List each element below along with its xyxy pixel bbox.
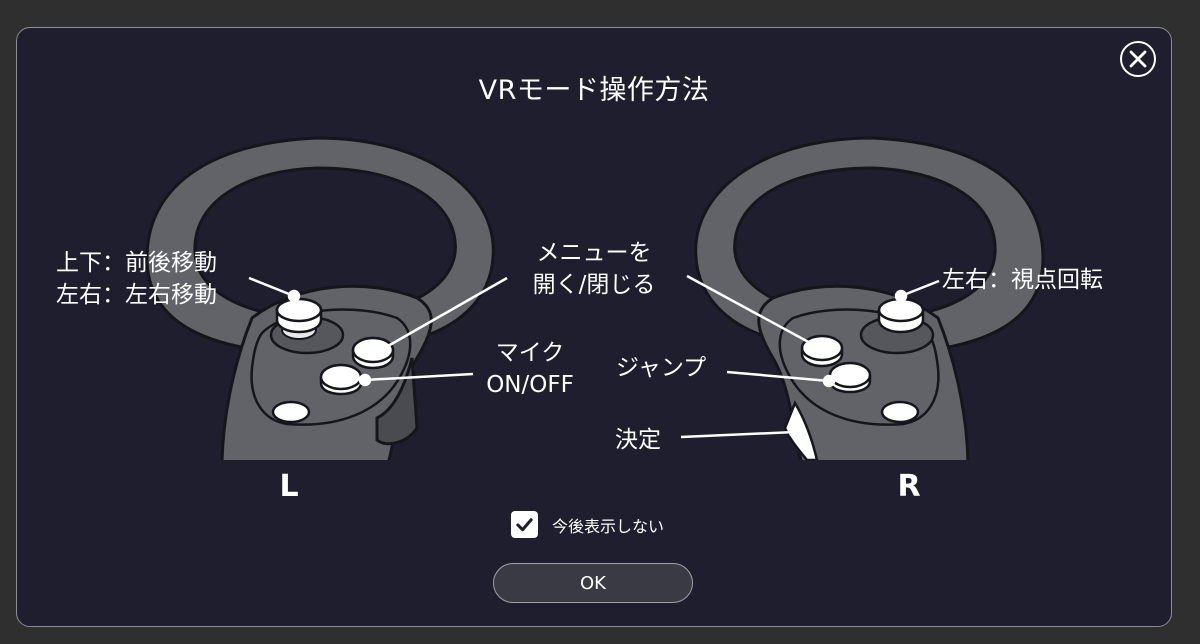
left-stick-label-line1: 上下：前後移動 [56, 250, 217, 276]
menu-label-line1: メニューを [537, 240, 652, 266]
left-controller [145, 136, 495, 460]
menu-label-line2: 開く/閉じる [533, 272, 656, 298]
right-stick-label: 左右：視点回転 [942, 267, 1103, 293]
dialog-title: VRモード操作方法 [478, 75, 710, 106]
dont-show-again-option[interactable]: 今後表示しない [511, 511, 664, 538]
dont-show-again-checkbox[interactable] [511, 511, 538, 538]
right-b-button [800, 334, 844, 362]
left-controller-faceplate [250, 308, 412, 426]
callout-lines [248, 274, 940, 439]
right-thumbstick [877, 297, 925, 323]
right-controller [694, 136, 1045, 460]
right-controller-faceplate [778, 308, 940, 426]
close-icon [1129, 50, 1147, 68]
controllers-illustration: 上下：前後移動 左右：左右移動 メニューを 開く/閉じる マイク ON/OFF … [56, 136, 1103, 504]
right-hand-label: R [897, 469, 920, 504]
left-mic-button [319, 363, 363, 391]
vr-controls-dialog: 上下：前後移動 左右：左右移動 メニューを 開く/閉じる マイク ON/OFF … [16, 27, 1172, 627]
checkmark-icon [516, 518, 533, 532]
mic-label-line2: ON/OFF [486, 372, 574, 398]
left-stick-label-line2: 左右：左右移動 [56, 282, 217, 308]
confirm-label: 決定 [615, 427, 661, 453]
left-hand-label: L [279, 469, 298, 504]
ok-button-label: OK [580, 572, 606, 594]
dont-show-again-label: 今後表示しない [552, 516, 665, 536]
close-button[interactable] [1120, 41, 1156, 77]
left-controller-grip [375, 357, 419, 446]
left-small-button [271, 400, 311, 424]
right-small-button [880, 400, 920, 424]
right-a-button [828, 361, 872, 389]
mic-label-line1: マイク [496, 340, 565, 366]
jump-label: ジャンプ [616, 355, 706, 381]
ok-button[interactable]: OK [493, 563, 693, 603]
